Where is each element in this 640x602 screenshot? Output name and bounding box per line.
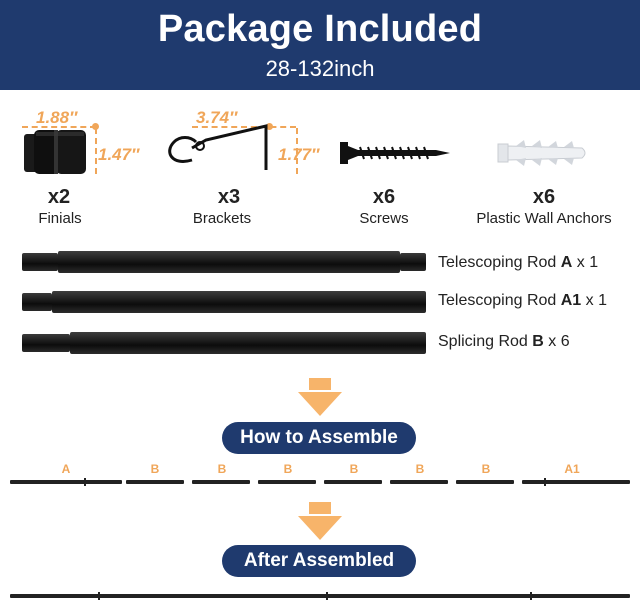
- rod-a1: [22, 290, 426, 314]
- finial-count: x2: [47, 186, 71, 208]
- finial-icon: [24, 130, 86, 174]
- segment-label: B: [283, 462, 293, 476]
- down-arrow-icon: [309, 502, 331, 514]
- segment-label: B: [349, 462, 359, 476]
- segment-b: [192, 480, 250, 484]
- bracket-width-label: 3.74″: [196, 108, 238, 127]
- finial-part: 1.88″ 1.47″ x2: [22, 108, 152, 218]
- segment-label: A1: [564, 462, 580, 476]
- segment-label: B: [415, 462, 425, 476]
- segment-b: [126, 480, 184, 484]
- assembly-segments: A B B B B B B A1: [10, 462, 630, 490]
- finial-width-label: 1.88″: [36, 108, 78, 127]
- segment-b: [324, 480, 382, 484]
- anchor-count: x6: [532, 186, 556, 208]
- finial-label: Finials: [38, 210, 82, 227]
- rod-a: [22, 250, 426, 274]
- down-arrow-head-icon: [298, 392, 342, 416]
- rod-b: [22, 331, 426, 355]
- size-range: 28-132inch: [265, 56, 375, 81]
- bracket-label: Brackets: [192, 210, 252, 227]
- how-to-assemble-pill: How to Assemble: [222, 422, 416, 454]
- bracket-count: x3: [217, 186, 241, 208]
- bracket-icon: [168, 124, 268, 170]
- screw-label: Screws: [359, 210, 409, 227]
- page-title: Package Included: [157, 8, 483, 50]
- finial-height-label: 1.47″: [98, 145, 140, 164]
- screw-count: x6: [372, 186, 396, 208]
- after-assembled-pill: After Assembled: [222, 545, 416, 577]
- down-arrow-head-icon: [298, 516, 342, 540]
- segment-label: B: [150, 462, 160, 476]
- bracket-part: 3.74″ 1.77″ x3: [162, 108, 332, 218]
- down-arrow-icon: [309, 378, 331, 390]
- segment-label: B: [217, 462, 227, 476]
- header-banner: [0, 0, 640, 90]
- rod-b-label: Splicing Rod B x 6: [438, 333, 570, 350]
- segment-a1: [522, 480, 630, 484]
- segment-label: A: [61, 462, 71, 476]
- segment-b: [258, 480, 316, 484]
- segment-b: [456, 480, 514, 484]
- segment-a: [10, 480, 122, 484]
- segment-label: B: [481, 462, 491, 476]
- segment-b: [390, 480, 448, 484]
- anchor-label: Plastic Wall Anchors: [476, 210, 612, 227]
- wall-anchor-icon: [497, 140, 586, 166]
- assembled-rod: [10, 592, 630, 600]
- screw-icon: [340, 142, 450, 164]
- rod-a-label: Telescoping Rod A x 1: [438, 254, 599, 271]
- bracket-height-label: 1.77″: [278, 145, 320, 164]
- rod-a1-label: Telescoping Rod A1 x 1: [438, 292, 607, 309]
